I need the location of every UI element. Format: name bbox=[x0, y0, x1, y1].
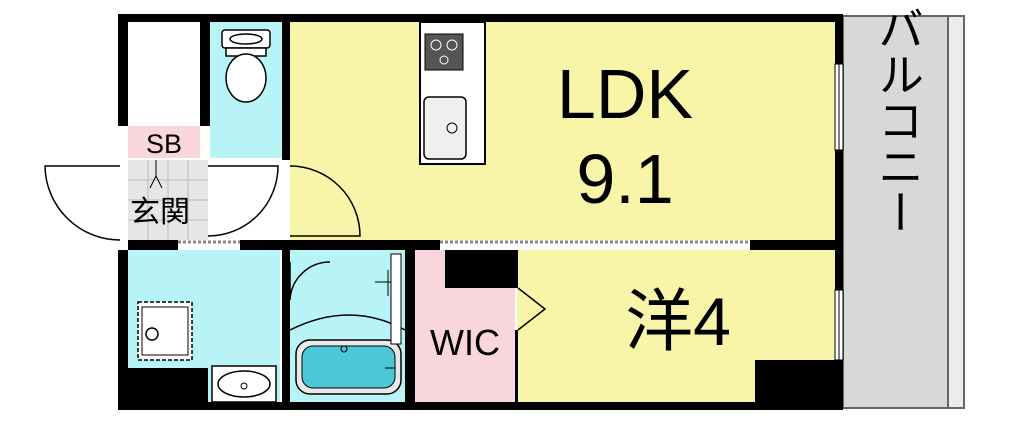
toilet-icon bbox=[221, 29, 271, 103]
ldk-room bbox=[290, 22, 835, 240]
wash-basin-icon bbox=[211, 365, 277, 403]
bathtub-icon bbox=[295, 339, 402, 395]
western-room-label: 洋4 bbox=[625, 284, 731, 360]
washing-machine-icon bbox=[137, 301, 193, 361]
balcony-area bbox=[842, 15, 965, 409]
wic-label: WIC bbox=[430, 322, 500, 363]
kitchen-sink-icon bbox=[423, 96, 467, 160]
sb-label: SB bbox=[146, 129, 182, 159]
ldk-label: LDK bbox=[557, 55, 693, 133]
stove-icon bbox=[424, 33, 464, 71]
balcony-label: バルコニー bbox=[872, 5, 924, 235]
sb-area bbox=[128, 126, 200, 158]
ldk-size-label: 9.1 bbox=[576, 140, 673, 218]
entrance-label: 玄関 bbox=[130, 196, 190, 229]
